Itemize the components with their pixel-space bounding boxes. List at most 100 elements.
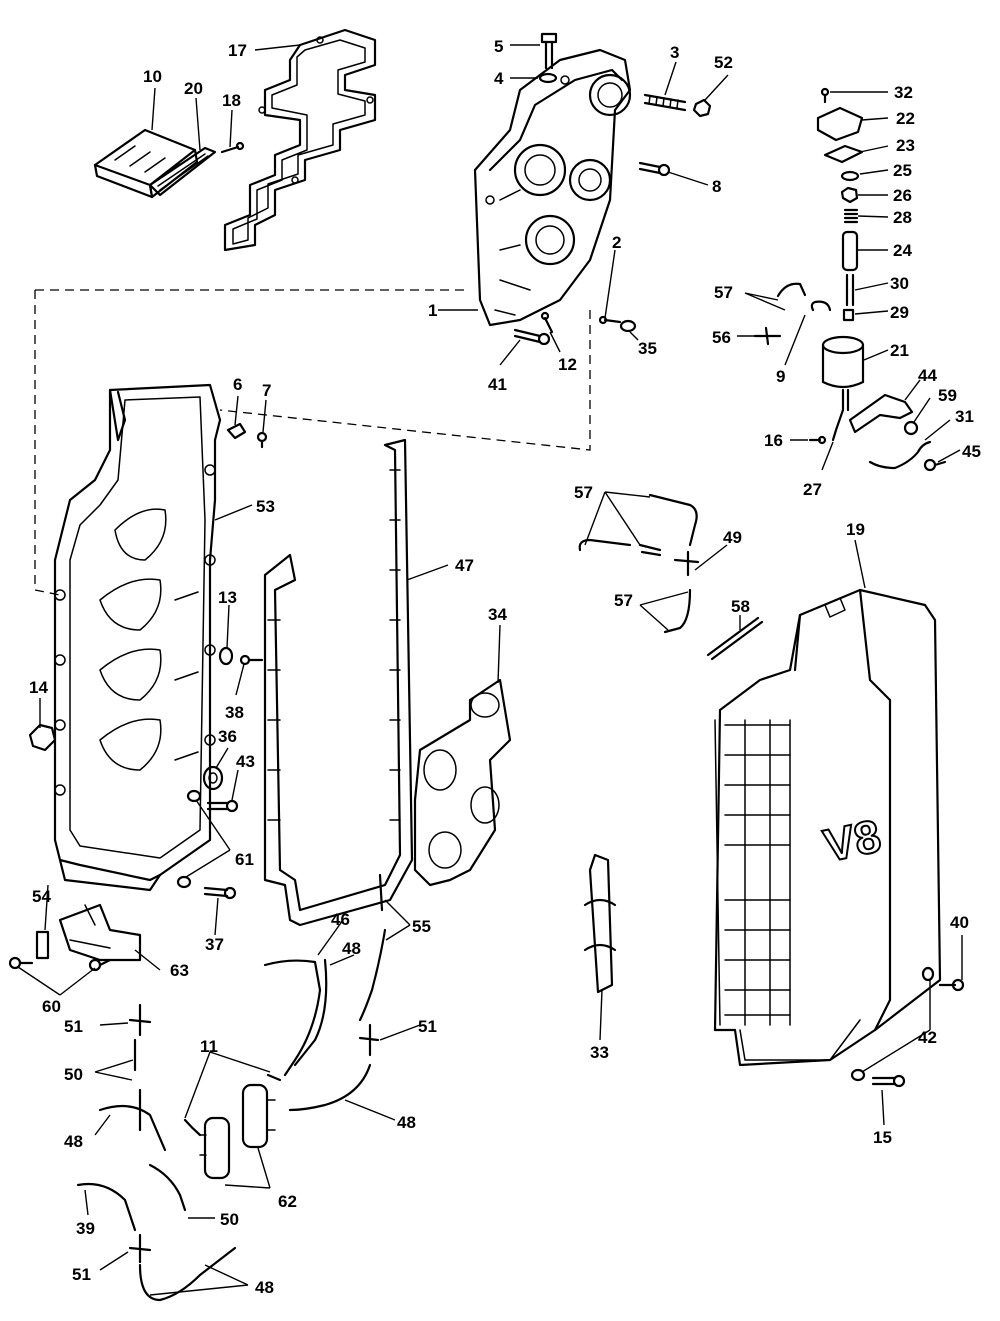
part-58-hose	[706, 616, 764, 661]
callout-31: 31	[955, 407, 974, 426]
callout-34: 34	[488, 605, 507, 624]
callout-23: 23	[896, 136, 915, 155]
callout-9: 9	[776, 367, 785, 386]
callout-12: 12	[558, 355, 577, 374]
part-54-clip	[35, 930, 50, 960]
part-22-cover	[816, 106, 864, 142]
callout-7: 7	[262, 381, 271, 400]
callout-35: 35	[638, 339, 657, 358]
part-40-screw	[938, 978, 965, 992]
part-29-seal	[842, 308, 855, 322]
callout-49: 49	[723, 528, 742, 547]
callout-2: 2	[612, 233, 621, 252]
part-25-disc	[840, 170, 860, 182]
callout-48-d: 48	[255, 1278, 274, 1297]
callout-51-a: 51	[64, 1017, 83, 1036]
callout-40: 40	[950, 913, 969, 932]
part-48-hose-d	[138, 1246, 237, 1302]
part-44-bracket	[848, 393, 914, 434]
callout-26: 26	[893, 186, 912, 205]
callout-24: 24	[893, 241, 912, 260]
callout-44: 44	[918, 366, 937, 385]
part-27-wire	[831, 408, 845, 442]
callout-labels: 1 2 3 4 5 6 7 8 9 10 11 12 13 14 15 16 1…	[29, 37, 981, 1297]
callout-50-a: 50	[64, 1065, 83, 1084]
part-46-hose	[263, 959, 322, 1077]
part-62-filter	[199, 1083, 276, 1180]
part-4-washer	[538, 72, 558, 84]
assembly-dashed-outline	[34, 289, 591, 596]
callout-48-a: 48	[342, 939, 361, 958]
callout-18: 18	[222, 91, 241, 110]
callout-8: 8	[712, 177, 721, 196]
part-47-gasket	[263, 438, 414, 927]
part-60-screw-a	[8, 956, 34, 970]
part-7-screw	[256, 431, 268, 449]
part-48-hose-a	[293, 958, 328, 1067]
callout-10: 10	[143, 67, 162, 86]
part-16-screw	[808, 435, 827, 445]
callout-54: 54	[32, 887, 51, 906]
part-59-nut	[903, 420, 919, 436]
part-38-screw	[239, 654, 264, 666]
leader-lines	[17, 44, 963, 1296]
part-12-screw	[540, 311, 554, 334]
part-26-valve	[840, 186, 859, 204]
part-3-stud	[643, 93, 687, 112]
callout-29: 29	[890, 303, 909, 322]
callout-13: 13	[218, 588, 237, 607]
part-9-clip	[810, 300, 832, 312]
part-24-plunger	[841, 230, 859, 272]
callout-36: 36	[218, 727, 237, 746]
part-11-clamp	[183, 1073, 282, 1137]
callout-55: 55	[412, 917, 431, 936]
callout-41: 41	[488, 375, 507, 394]
callout-6: 6	[233, 375, 242, 394]
callout-25: 25	[893, 161, 912, 180]
callout-51-b: 51	[418, 1017, 437, 1036]
part-36-grommet	[202, 765, 224, 791]
part-19-cover	[713, 588, 942, 1067]
part-51-fitting-b	[358, 1023, 380, 1057]
callout-33: 33	[590, 1043, 609, 1062]
callout-39: 39	[76, 1219, 95, 1238]
callout-20: 20	[184, 79, 203, 98]
part-48-hose-c	[98, 1104, 167, 1152]
callout-38: 38	[225, 703, 244, 722]
part-34-plate	[413, 678, 512, 887]
callout-63: 63	[170, 961, 189, 980]
callout-57-a: 57	[714, 283, 733, 302]
part-15-screw	[871, 1074, 906, 1088]
part-57-hose	[776, 282, 807, 298]
callout-27: 27	[803, 480, 822, 499]
cover-marking-v8: V8	[819, 809, 885, 872]
callout-58: 58	[731, 597, 750, 616]
callout-16: 16	[764, 431, 783, 450]
part-53-exhaust-plate	[53, 383, 222, 892]
part-33-bracket	[583, 853, 617, 994]
part-49-fitting	[673, 550, 700, 577]
part-6-clip	[226, 422, 247, 440]
part-17-gasket	[223, 28, 377, 252]
part-42-washer-b	[850, 1068, 866, 1082]
part-39-hose	[76, 1182, 137, 1232]
callout-42: 42	[918, 1028, 937, 1047]
part-51-fitting-c	[128, 1233, 152, 1264]
part-61-washer-a	[186, 789, 202, 803]
callout-32: 32	[894, 83, 913, 102]
callout-57-c: 57	[614, 591, 633, 610]
callout-5: 5	[494, 37, 503, 56]
callout-48-c: 48	[64, 1132, 83, 1151]
part-45-screw	[923, 458, 947, 472]
callout-61: 61	[235, 850, 254, 869]
callout-14: 14	[29, 678, 48, 697]
callout-28: 28	[893, 208, 912, 227]
callout-48-b: 48	[397, 1113, 416, 1132]
part-35-plug	[619, 319, 637, 333]
callout-1: 1	[428, 301, 437, 320]
callout-62: 62	[278, 1192, 297, 1211]
part-63-bracket	[58, 903, 142, 962]
part-20-gasket	[148, 146, 217, 197]
callout-22: 22	[896, 109, 915, 128]
